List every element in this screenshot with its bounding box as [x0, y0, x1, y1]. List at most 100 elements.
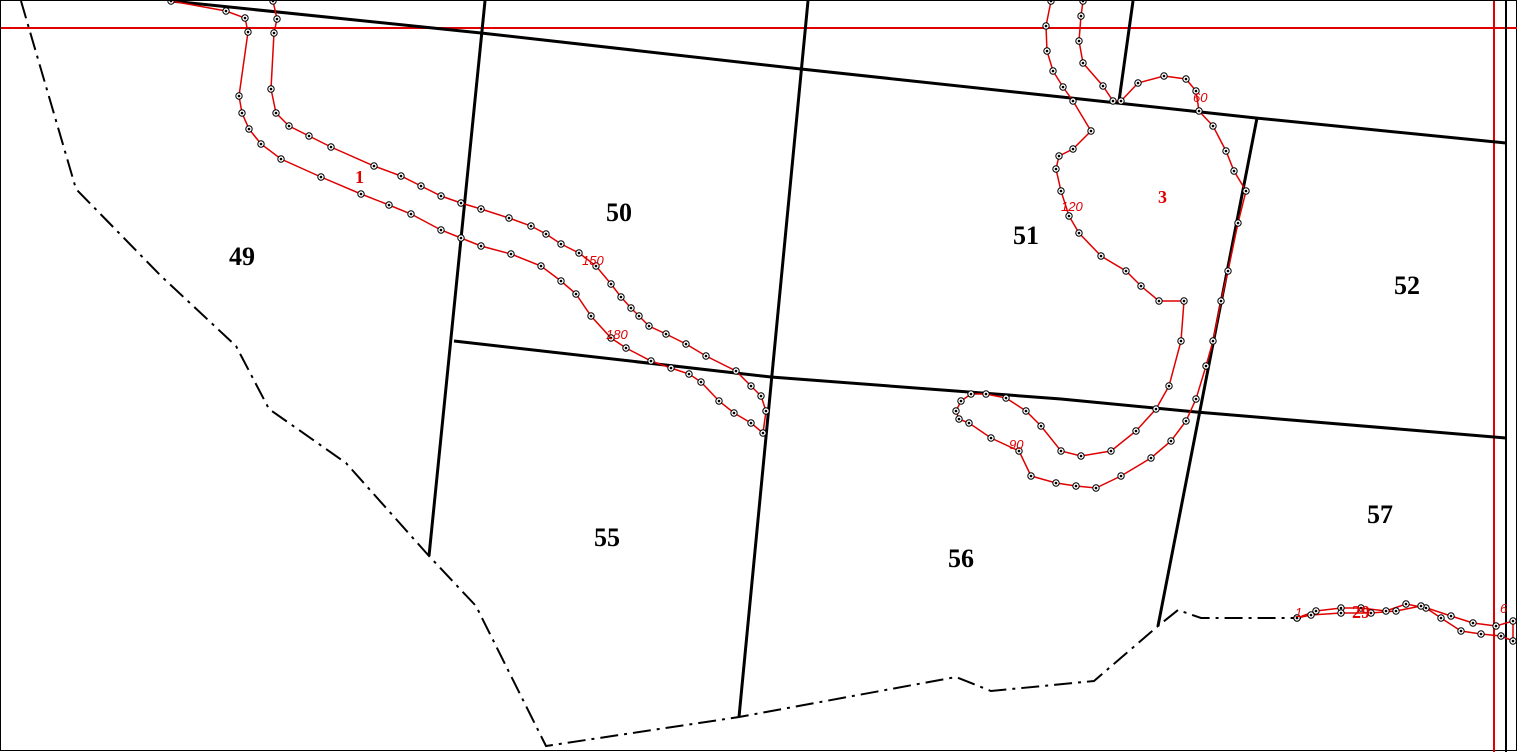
- boundary-v1: [427, 1, 487, 557]
- vertex-dot: [1054, 481, 1058, 485]
- vertex-dot: [704, 354, 708, 358]
- vertex-dot: [275, 17, 279, 21]
- vertex-dot: [624, 346, 628, 350]
- vertex-dot: [589, 314, 593, 318]
- vertex-dot: [1167, 384, 1171, 388]
- parcel-label-52: 52: [1394, 271, 1420, 300]
- vertex-label-90: 90: [1009, 437, 1024, 452]
- vertex-label-120: 120: [1061, 199, 1083, 214]
- vertex-dot: [1359, 606, 1363, 610]
- vertex-dot: [1099, 254, 1103, 258]
- vertex-dot: [559, 279, 563, 283]
- vertex-dot: [1136, 81, 1140, 85]
- vertex-dot: [237, 94, 241, 98]
- vertex-dot: [279, 157, 283, 161]
- vertex-dot: [1067, 214, 1071, 218]
- vertex-dot: [1071, 99, 1075, 103]
- vertex-dot: [399, 174, 403, 178]
- vertex-dot: [647, 324, 651, 328]
- vertex-dot: [1061, 85, 1065, 89]
- vertex-dot: [479, 207, 483, 211]
- vertex-dot: [1119, 99, 1123, 103]
- vertex-dot: [1077, 231, 1081, 235]
- vertex-dot: [1424, 606, 1428, 610]
- vertex-dot: [594, 264, 598, 268]
- vertex-dot: [509, 252, 513, 256]
- vertex-dot: [1236, 221, 1240, 225]
- vertex-dot: [1101, 84, 1105, 88]
- vertex-dot: [1226, 269, 1230, 273]
- polygon-label-3: 3: [1158, 187, 1167, 207]
- parcel-label-57: 57: [1367, 500, 1393, 529]
- vertex-dot: [637, 314, 641, 318]
- vertex-dot: [1149, 456, 1153, 460]
- vertex-dot: [1339, 611, 1343, 615]
- vertex-dot: [1449, 614, 1453, 618]
- vertex-dot: [439, 194, 443, 198]
- polygon-label-29: 29: [1352, 602, 1370, 622]
- boundary-top: [170, 1, 1507, 145]
- vertex-dot: [269, 87, 273, 91]
- vertex-dot: [1459, 629, 1463, 633]
- vertex-dot: [246, 30, 250, 34]
- vertex-dot: [1081, 61, 1085, 65]
- vertex-dot: [439, 228, 443, 232]
- vertex-dot: [1124, 269, 1128, 273]
- parcel-label-51: 51: [1013, 221, 1039, 250]
- parcel-label-49: 49: [229, 242, 255, 271]
- polygon-3: [952, 1, 1250, 492]
- vertex-dot: [1232, 169, 1236, 173]
- vertex-label-150: 150: [582, 253, 604, 268]
- vertex-dot: [272, 31, 276, 35]
- vertex-dot: [1194, 397, 1198, 401]
- vertex-dot: [1079, 14, 1083, 18]
- vertex-dot: [1094, 486, 1098, 490]
- vertex-dot: [459, 201, 463, 205]
- vertex-dot: [764, 409, 768, 413]
- vertex-dot: [1499, 634, 1503, 638]
- vertex-dot: [1039, 424, 1043, 428]
- vertex-dot: [307, 134, 311, 138]
- vertex-dot: [247, 127, 251, 131]
- vertex-dot: [1511, 619, 1515, 623]
- vertex-dot: [224, 9, 228, 13]
- vertex-dot: [1081, 1, 1085, 3]
- vertex-dot: [1045, 49, 1049, 53]
- vertex-dot: [1059, 449, 1063, 453]
- vertex-dot: [1134, 429, 1138, 433]
- vertex-dot: [1479, 632, 1483, 636]
- vertex-dot: [574, 292, 578, 296]
- vertex-dot: [1077, 39, 1081, 43]
- vertex-dot: [957, 417, 961, 421]
- vertex-dot: [1059, 189, 1063, 193]
- vertex-dot: [1184, 77, 1188, 81]
- vertex-dot: [1054, 167, 1058, 171]
- parcel-label-55: 55: [594, 523, 620, 552]
- vertex-dot: [1119, 474, 1123, 478]
- vertex-dot: [1154, 407, 1158, 411]
- boundary-middle: [453, 339, 1507, 440]
- boundary-v4: [1156, 117, 1259, 627]
- vertex-dot: [1162, 74, 1166, 78]
- vertex-dot: [619, 295, 623, 299]
- vertex-dot: [1494, 624, 1498, 628]
- vertex-dot: [1157, 299, 1161, 303]
- vertex-label-180: 180: [606, 327, 628, 342]
- vertex-dot: [1051, 69, 1055, 73]
- vertex-dot: [664, 332, 668, 336]
- vertex-dot: [479, 244, 483, 248]
- vertex-dot: [1309, 613, 1313, 617]
- vertex-dot: [1089, 129, 1093, 133]
- vertex-dot: [544, 232, 548, 236]
- vertex-dot: [761, 431, 765, 435]
- vertex-dot: [1384, 609, 1388, 613]
- vertex-dot: [1074, 484, 1078, 488]
- vertex-dot: [609, 336, 613, 340]
- vertex-dot: [1224, 149, 1228, 153]
- vertex-dot: [359, 192, 363, 196]
- vertex-label-60: 60: [1193, 90, 1208, 105]
- vertex-dot: [1219, 299, 1223, 303]
- vertex-dot: [1079, 454, 1083, 458]
